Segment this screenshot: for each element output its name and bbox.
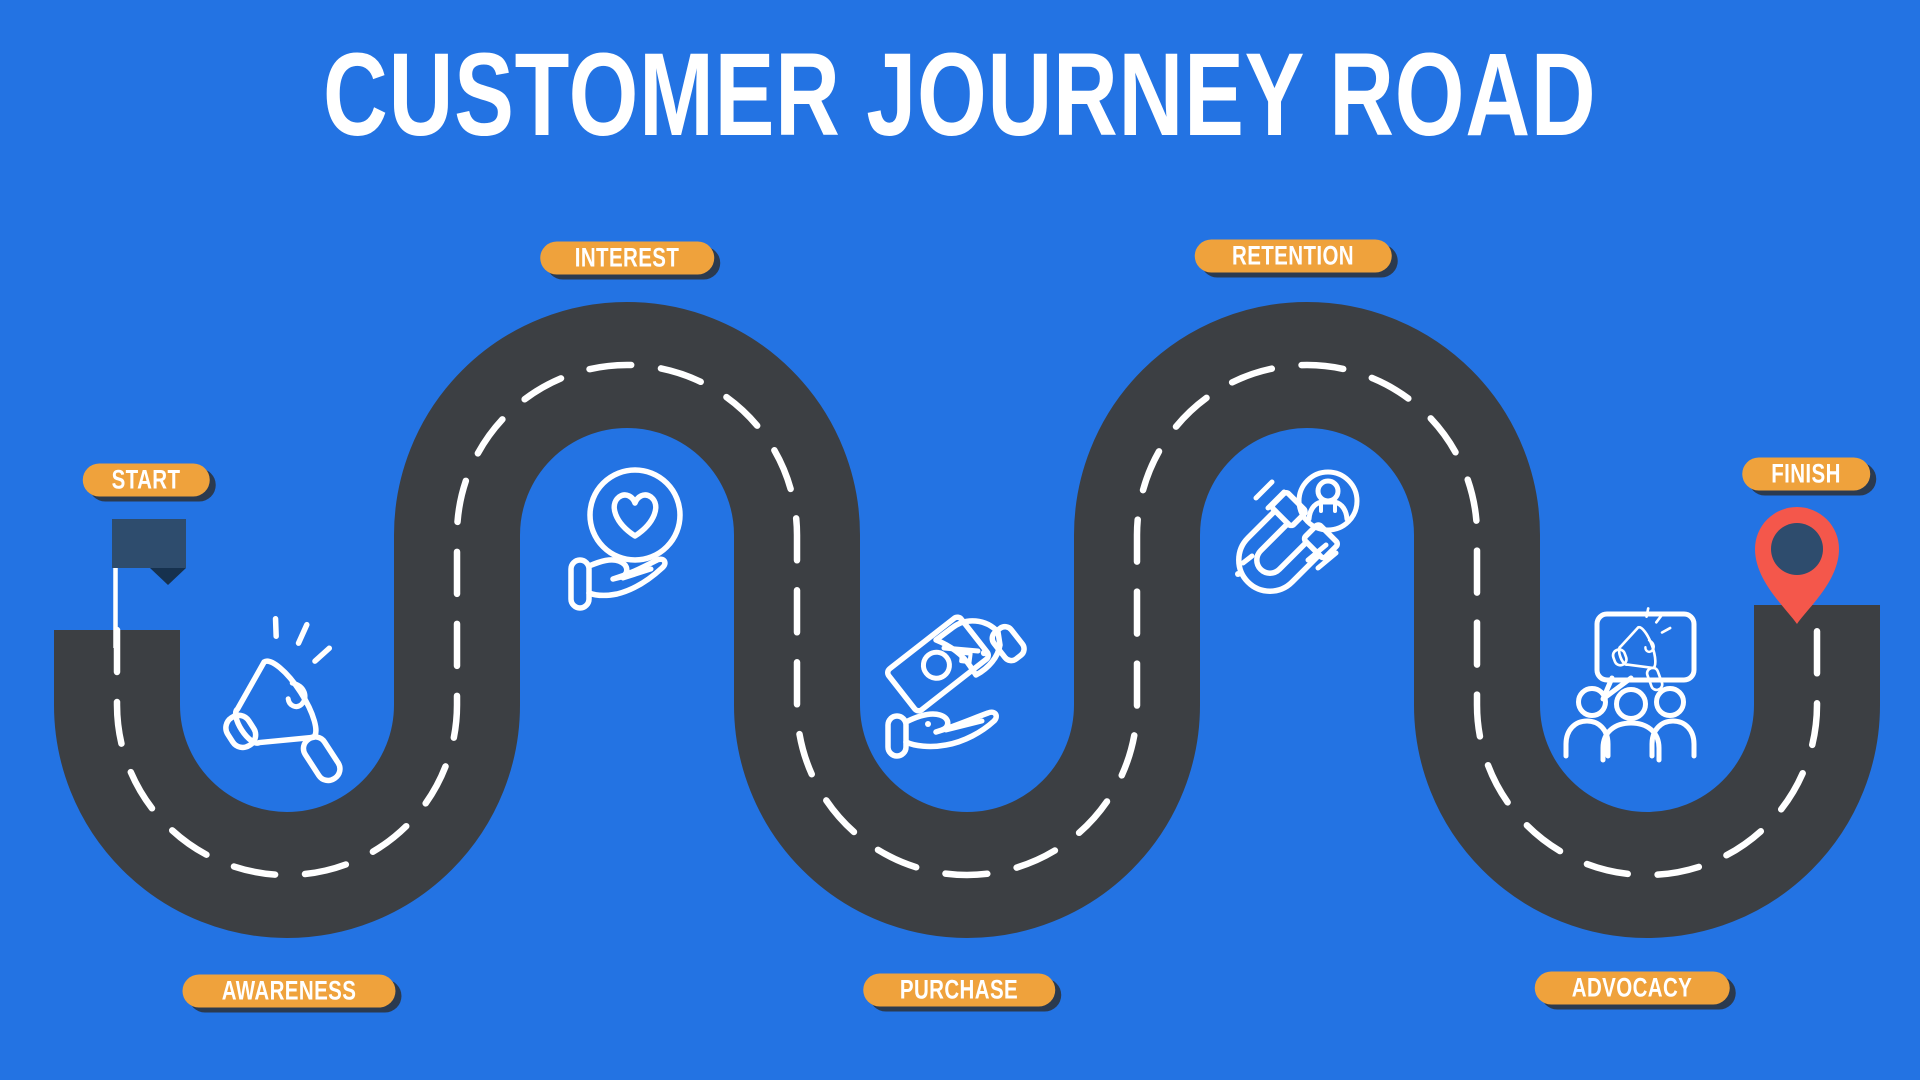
- hands-money-icon: [885, 614, 1027, 759]
- flag-icon: [112, 519, 186, 648]
- stage-label-interest: INTEREST: [540, 241, 714, 275]
- stage-label-awareness: AWARENESS: [182, 974, 396, 1008]
- hand-heart-icon: [568, 467, 683, 611]
- stage-label-purchase: PURCHASE: [863, 973, 1055, 1007]
- stage-label-retention: RETENTION: [1194, 239, 1392, 273]
- page-title: CUSTOMER JOURNEY ROAD: [323, 29, 1597, 161]
- road-centerline: [113, 361, 1821, 879]
- location-pin-icon: [1755, 507, 1839, 624]
- stage-label-advocacy: ADVOCACY: [1534, 971, 1730, 1005]
- megaphone-icon: [189, 603, 390, 814]
- crowd-megaphone-icon: [1563, 602, 1697, 763]
- magnet-customer-icon: [1235, 469, 1360, 594]
- stage-label-finish: FINISH: [1742, 457, 1870, 491]
- stage-label-start: START: [82, 463, 210, 497]
